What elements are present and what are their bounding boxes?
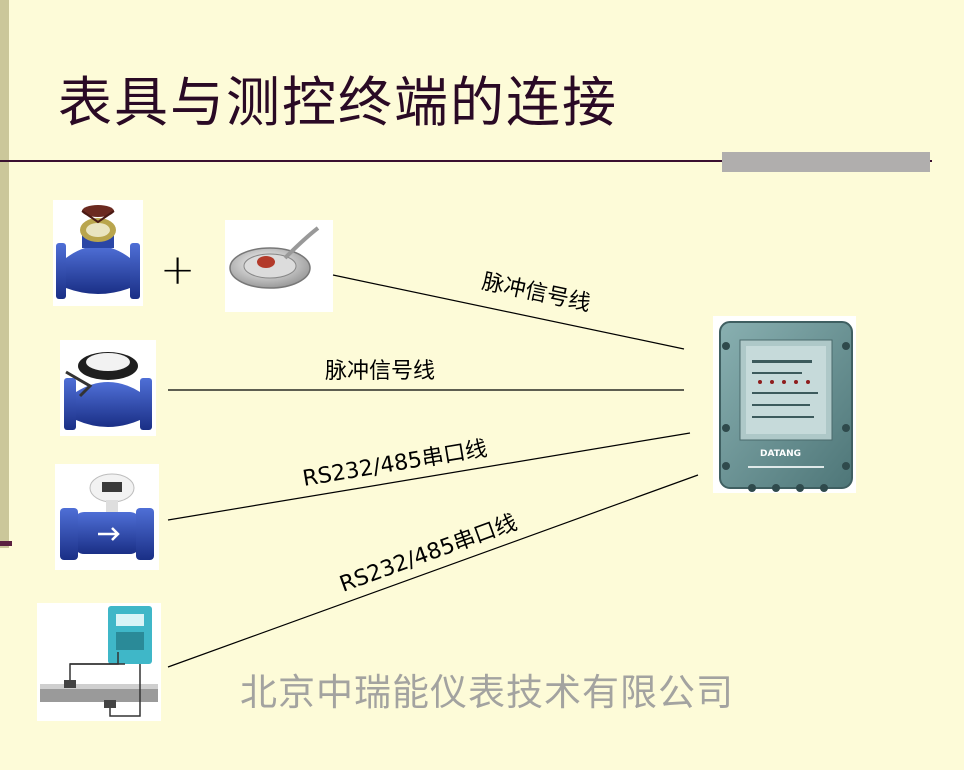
water-meter-2-image — [60, 340, 156, 436]
title-accent-bar — [722, 152, 930, 172]
left-decor-bar — [0, 0, 9, 548]
serial-line-b — [167, 474, 699, 668]
water-meter-1-image — [53, 200, 143, 306]
company-name-footer: 北京中瑞能仪表技术有限公司 — [240, 671, 734, 714]
ultrasonic-flowmeter-image — [37, 603, 161, 721]
slide-title: 表具与测控终端的连接 — [58, 71, 618, 134]
serial-label-a: RS232/485串口线 — [301, 436, 489, 491]
terminal-brand-badge: DATANG — [760, 449, 801, 459]
left-decor-tick — [0, 541, 12, 546]
pulse-line-top — [332, 274, 685, 350]
plus-sign: + — [160, 245, 195, 294]
pulse-sensor-image — [225, 220, 333, 312]
serial-line-a — [167, 432, 691, 521]
electromagnetic-flowmeter-image — [55, 464, 159, 570]
title-rule — [0, 160, 932, 162]
pulse-label-mid: 脉冲信号线 — [325, 359, 435, 384]
serial-label-b: RS232/485串口线 — [337, 510, 521, 597]
measurement-control-terminal-image: DATANG — [713, 316, 856, 493]
